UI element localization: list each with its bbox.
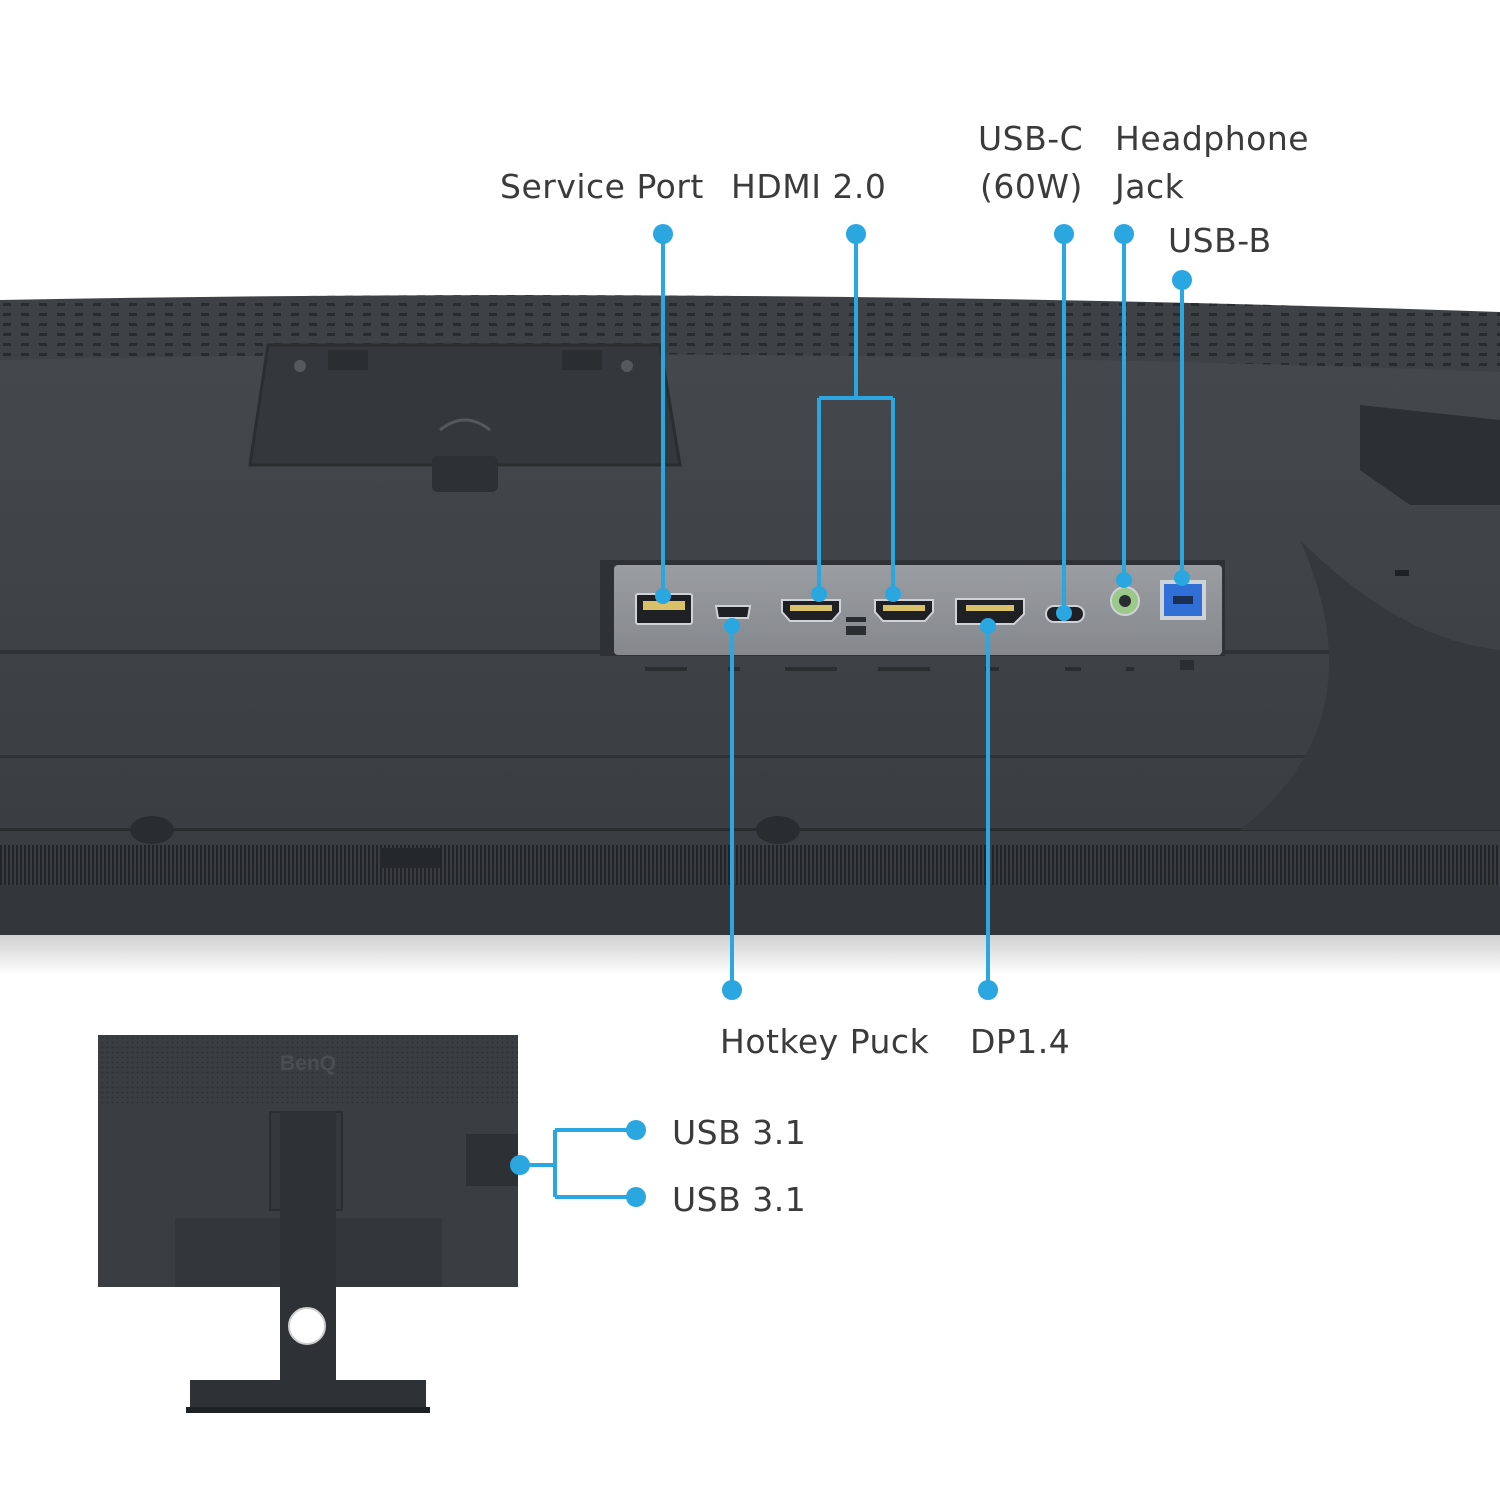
hdmi-port-icon: [781, 599, 841, 622]
callout-dot-icon: [1114, 224, 1134, 244]
callout-dot-icon: [885, 586, 901, 602]
callout-dot-icon: [1054, 224, 1074, 244]
label-usb31-a: USB 3.1: [672, 1113, 807, 1152]
callout-dot-icon: [626, 1187, 646, 1207]
monitor-closeup: [0, 295, 1500, 975]
label-usb31-b: USB 3.1: [672, 1180, 807, 1219]
label-usbb: USB-B: [1168, 221, 1272, 260]
callout-dot-icon: [722, 980, 742, 1000]
label-headphone-line2: Jack: [1115, 167, 1185, 206]
usb-b-port-icon: [1160, 580, 1206, 620]
callout-dot-icon: [846, 224, 866, 244]
callout-dot-icon: [653, 224, 673, 244]
label-hdmi: HDMI 2.0: [731, 167, 887, 206]
label-hotkey-puck: Hotkey Puck: [720, 1022, 930, 1061]
label-usbc-line2: (60W): [980, 167, 1083, 206]
label-usbc-line1: USB-C: [978, 119, 1084, 158]
mini-usb-port-icon: [714, 605, 752, 619]
callout-dot-icon: [1174, 570, 1190, 586]
displayport-port-icon: [955, 598, 1025, 625]
callout-dots: [510, 224, 1192, 1207]
callout-dot-icon: [724, 618, 740, 634]
callout-dot-icon: [1172, 270, 1192, 290]
brand-logo: BenQ: [280, 1052, 336, 1075]
callout-dot-icon: [980, 618, 996, 634]
callout-lines: [520, 234, 1184, 1199]
callout-dot-icon: [978, 980, 998, 1000]
monitor-thumbnail: BenQ: [98, 1035, 518, 1413]
callout-dot-icon: [510, 1155, 530, 1175]
audio-jack-icon: [1110, 586, 1140, 616]
callout-dot-icon: [1116, 572, 1132, 588]
callout-dot-icon: [626, 1120, 646, 1140]
callout-dot-icon: [1056, 605, 1072, 621]
callout-dot-icon: [655, 588, 671, 604]
label-headphone-line1: Headphone: [1115, 119, 1310, 158]
label-service-port: Service Port: [500, 167, 704, 206]
callout-dot-icon: [811, 586, 827, 602]
ports: [635, 580, 1206, 635]
hdmi-port-icon: [874, 599, 934, 622]
label-dp: DP1.4: [970, 1022, 1071, 1061]
